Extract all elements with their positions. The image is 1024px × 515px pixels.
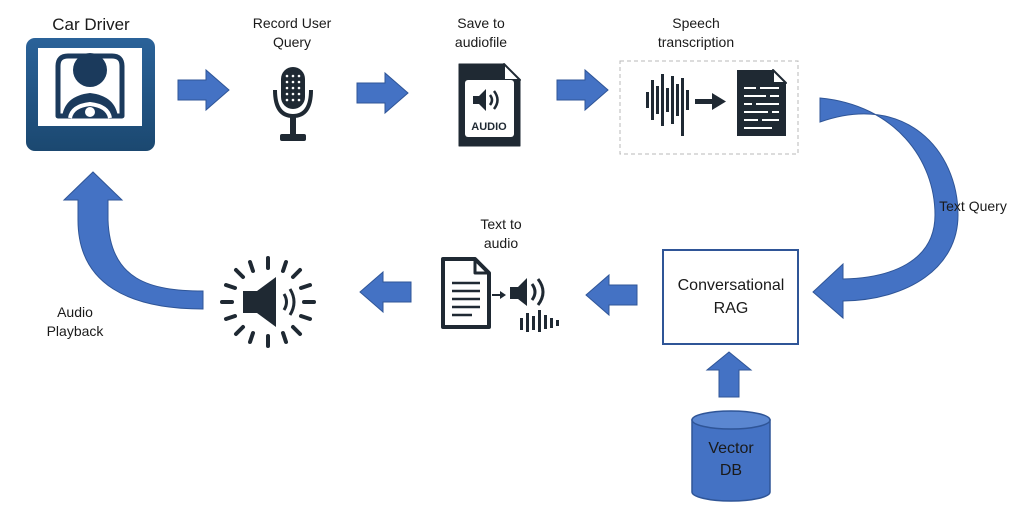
conversational-rag-line-2: RAG xyxy=(713,300,749,317)
text-to-speech-icon xyxy=(441,257,559,332)
conversational-rag-box xyxy=(662,249,799,345)
speech-transcription-label: Speech transcription xyxy=(640,14,752,52)
flow-arrow-save-to-transcription xyxy=(556,68,609,112)
curved-arrow-text-query xyxy=(812,97,959,320)
audio-playback-line-1: Audio xyxy=(57,304,93,320)
curved-arrow-audio-playback xyxy=(62,171,204,310)
audio-playback-label: Audio Playback xyxy=(34,303,116,341)
save-to-audiofile-line-1: Save to xyxy=(457,15,505,31)
conversational-rag-label: Conversational RAG xyxy=(664,274,798,320)
flow-arrow-db-to-rag xyxy=(705,351,753,398)
speech-transcription-line-2: transcription xyxy=(657,34,735,50)
car-driver-label: Car Driver xyxy=(52,15,130,34)
flow-arrow-rag-to-tts xyxy=(585,273,638,317)
conversational-rag-line-1: Conversational xyxy=(677,277,785,294)
record-user-query-line-1: Record User xyxy=(252,15,332,31)
car-driver-icon xyxy=(26,38,155,151)
database-icon xyxy=(691,410,771,502)
text-to-audio-line-2: audio xyxy=(483,235,519,251)
speech-to-text-icon xyxy=(619,60,799,155)
vector-db-line-1: Vector xyxy=(708,440,754,457)
text-to-audio-label: Text to audio xyxy=(462,215,540,253)
save-to-audiofile-line-2: audiofile xyxy=(454,34,508,50)
audio-playback-line-2: Playback xyxy=(46,323,104,339)
record-user-query-line-2: Query xyxy=(272,34,312,50)
save-to-audiofile-label: Save to audiofile xyxy=(430,14,532,52)
flow-arrow-tts-to-speaker xyxy=(359,270,412,314)
audio-file-icon: AUDIO xyxy=(458,63,521,147)
flow-arrow-record-to-save xyxy=(356,71,409,115)
speech-transcription-line-1: Speech xyxy=(672,15,720,31)
speaker-loud-icon xyxy=(220,256,316,348)
audio-file-badge: AUDIO xyxy=(471,121,507,133)
vector-db-label: Vector DB xyxy=(692,438,770,482)
text-to-audio-line-1: Text to xyxy=(480,216,522,232)
text-query-label: Text Query xyxy=(939,198,1007,214)
record-user-query-label: Record User Query xyxy=(236,14,348,52)
vector-db-line-2: DB xyxy=(719,462,743,479)
microphone-icon xyxy=(273,67,313,141)
flow-arrow-driver-to-record xyxy=(177,68,230,112)
